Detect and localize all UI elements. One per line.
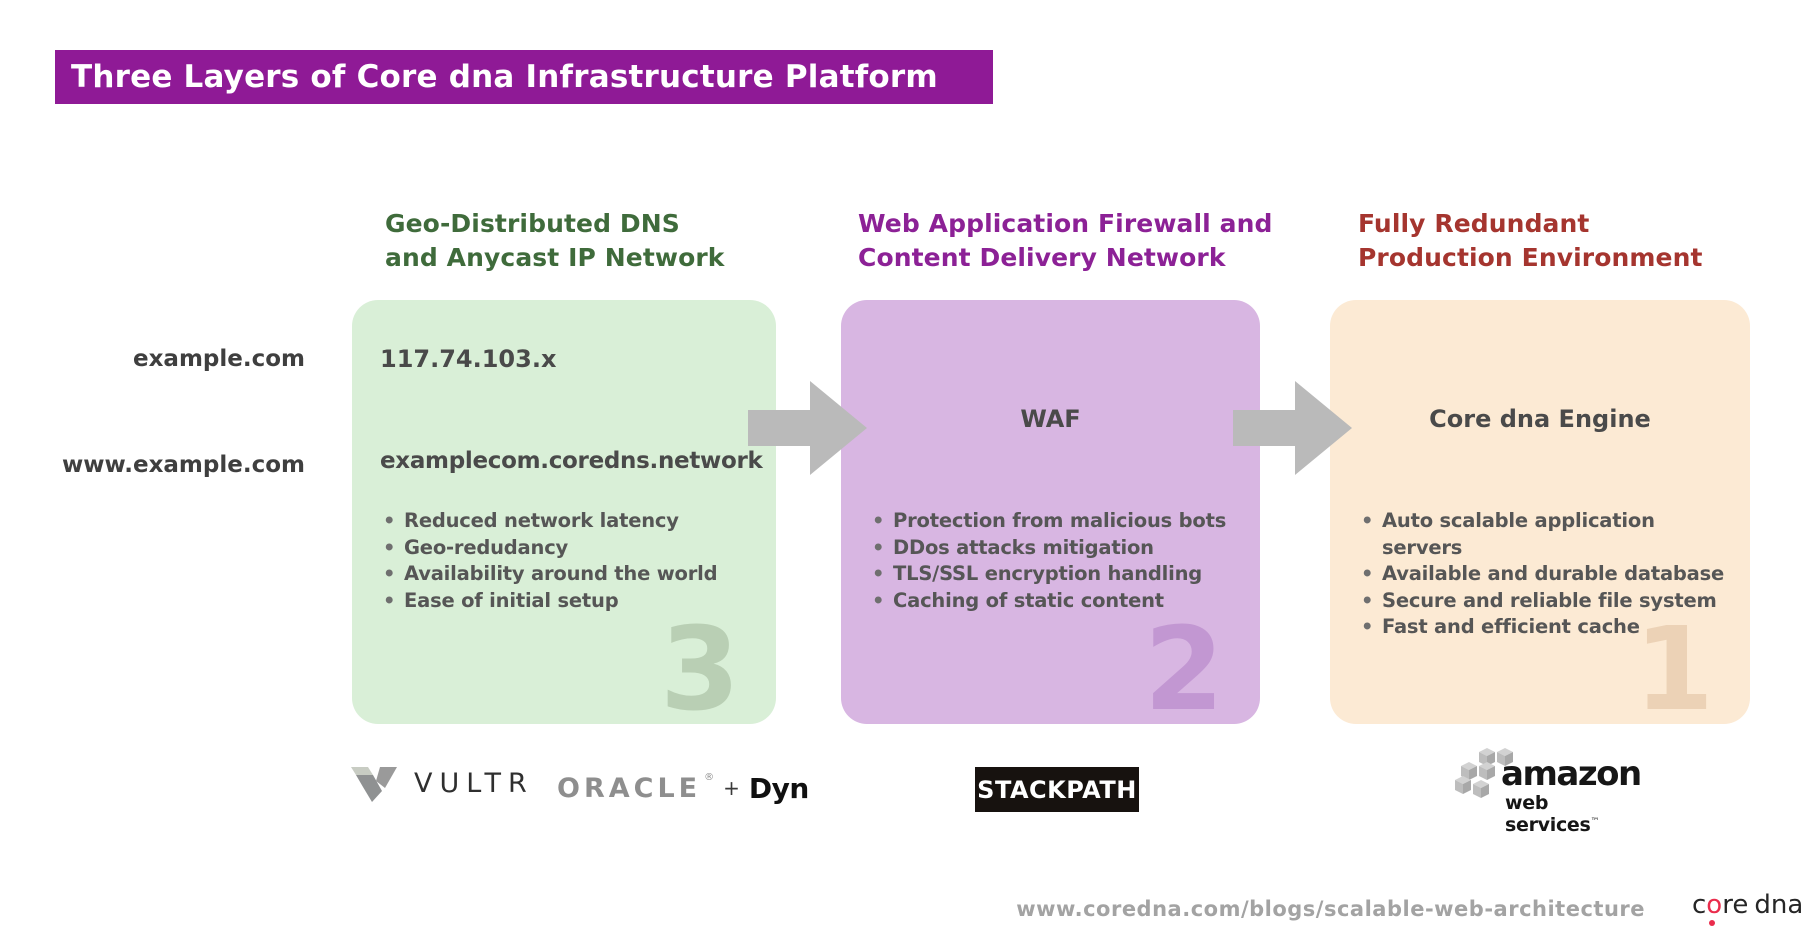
vultr-v-icon bbox=[351, 767, 397, 802]
title-banner: Three Layers of Core dna Infrastructure … bbox=[55, 50, 993, 104]
trademark-icon: ™ bbox=[1590, 817, 1600, 827]
core-dna-engine-label: Core dna Engine bbox=[1429, 405, 1651, 433]
stackpath-wordmark: STACKPATH bbox=[977, 775, 1137, 804]
bullet-item: Available and durable database bbox=[1356, 561, 1736, 588]
layer3-number-watermark: 3 bbox=[659, 603, 740, 738]
layer2-bullet-list: Protection from malicious bots DDos atta… bbox=[867, 508, 1246, 614]
bullet-item: Ease of initial setup bbox=[378, 588, 762, 615]
vultr-wordmark: VULTR bbox=[414, 767, 534, 799]
domain-label-www-example: www.example.com bbox=[61, 452, 305, 478]
vultr-logo: VULTR bbox=[350, 760, 534, 806]
stackpath-logo: STACKPATH bbox=[975, 767, 1139, 812]
layer2-box-waf-cdn: WAF Protection from malicious bots DDos … bbox=[841, 300, 1260, 738]
page-title: Three Layers of Core dna Infrastructure … bbox=[71, 59, 938, 95]
plus-sign: + bbox=[723, 776, 740, 800]
layer2-number-watermark: 2 bbox=[1143, 603, 1224, 738]
waf-label: WAF bbox=[1020, 405, 1081, 433]
layer1-box-production: Core dna Engine Auto scalable applicatio… bbox=[1330, 300, 1750, 738]
amazon-wordmark: amazon bbox=[1501, 754, 1642, 794]
brand-letter-o: o bbox=[1706, 890, 1723, 920]
oracle-wordmark: ORACLE bbox=[557, 772, 702, 804]
webservices-wordmark: web services™ bbox=[1505, 792, 1645, 836]
bullet-item: Secure and reliable file system bbox=[1356, 588, 1736, 615]
bullet-item: DDos attacks mitigation bbox=[867, 535, 1246, 562]
bullet-item: TLS/SSL encryption handling bbox=[867, 561, 1246, 588]
layer3-heading: Geo-Distributed DNS and Anycast IP Netwo… bbox=[385, 209, 725, 272]
webservices-text: web services bbox=[1505, 792, 1591, 836]
layer2-heading: Web Application Firewall and Content Del… bbox=[858, 209, 1273, 272]
bullet-item: Fast and efficient cache bbox=[1356, 614, 1736, 641]
footer-url: www.coredna.com/blogs/scalable-web-archi… bbox=[1016, 897, 1645, 921]
domain-label-example: example.com bbox=[132, 346, 305, 372]
bullet-item: Auto scalable application servers bbox=[1356, 508, 1736, 561]
brand-letters-dna: dna bbox=[1754, 890, 1804, 920]
layer3-bullet-list: Reduced network latency Geo-redudancy Av… bbox=[378, 508, 762, 614]
bullet-item: Reduced network latency bbox=[378, 508, 762, 535]
registered-mark-icon: ® bbox=[704, 772, 715, 783]
aws-logo: amazon web services™ bbox=[1455, 746, 1645, 836]
oracle-dyn-logo: ORACLE ® + Dyn bbox=[557, 768, 809, 808]
dyn-wordmark: Dyn bbox=[748, 771, 809, 805]
layer1-bullet-list: Auto scalable application servers Availa… bbox=[1356, 508, 1736, 641]
brand-red-dot-icon bbox=[1709, 920, 1715, 926]
bullet-item: Caching of static content bbox=[867, 588, 1246, 615]
dns-hostname: examplecom.coredns.network bbox=[380, 448, 763, 474]
bullet-item: Geo-redudancy bbox=[378, 535, 762, 562]
layer1-number-watermark: 1 bbox=[1633, 603, 1714, 738]
brand-letter-c: c bbox=[1692, 890, 1707, 920]
arrow-right-icon bbox=[748, 381, 867, 475]
layer1-heading: Fully Redundant Production Environment bbox=[1358, 209, 1703, 272]
arrow-right-icon bbox=[1233, 381, 1352, 475]
bullet-item: Protection from malicious bots bbox=[867, 508, 1246, 535]
bullet-item: Availability around the world bbox=[378, 561, 762, 588]
brand-letters-re: re bbox=[1722, 890, 1749, 920]
layer3-box-dns: 117.74.103.x examplecom.coredns.network … bbox=[352, 300, 776, 738]
ip-address: 117.74.103.x bbox=[380, 345, 557, 373]
